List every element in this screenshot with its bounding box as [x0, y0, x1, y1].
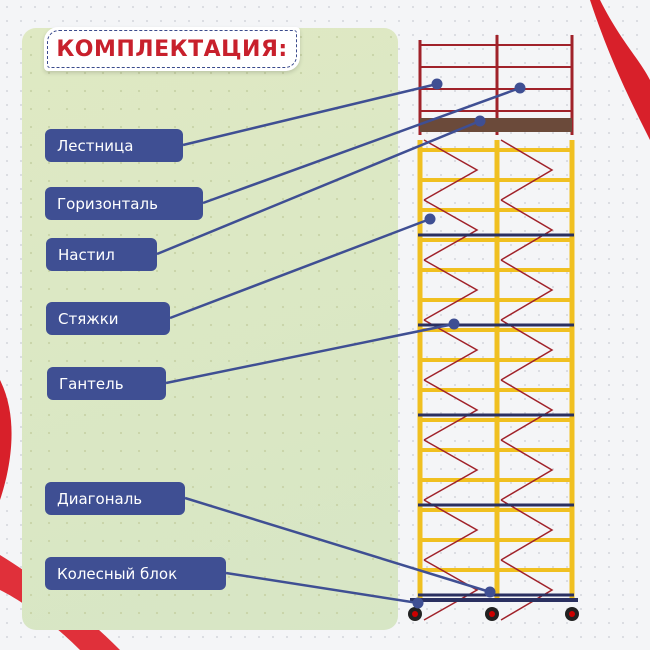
diagonal-brace — [423, 499, 479, 561]
diagonal-brace — [423, 139, 479, 201]
leader-dot — [431, 78, 443, 90]
wheel-hub — [489, 611, 495, 617]
leader-dot — [412, 597, 424, 609]
diagonal-brace — [500, 379, 554, 441]
leader-line — [184, 496, 491, 594]
diagonal-brace — [423, 379, 479, 441]
diagonal-brace — [500, 559, 554, 621]
leader-line — [225, 571, 419, 605]
diagonal-brace — [423, 559, 479, 621]
diagonal-brace — [500, 259, 554, 321]
leader-dot — [448, 318, 460, 330]
leader-line — [165, 322, 455, 385]
leader-line — [156, 119, 481, 256]
diagonal-brace — [500, 139, 554, 201]
deck — [420, 118, 572, 132]
label-horizontal: Горизонталь — [45, 187, 203, 220]
wheel-hub — [412, 611, 418, 617]
diagonal-brace — [500, 199, 554, 261]
leader-dot — [484, 586, 496, 598]
label-dumbbell: Гантель — [47, 367, 166, 400]
leader-line — [182, 82, 438, 147]
diagonal-brace — [423, 199, 479, 261]
diagonal-brace — [500, 499, 554, 561]
label-ties: Стяжки — [46, 302, 170, 335]
diagonal-brace — [423, 439, 479, 501]
leader-line — [169, 217, 431, 320]
label-wheel-block: Колесный блок — [45, 557, 226, 590]
wheel-hub — [569, 611, 575, 617]
leader-dot — [424, 213, 436, 225]
label-ladder: Лестница — [45, 129, 183, 162]
leader-dot — [474, 115, 486, 127]
diagonal-brace — [500, 319, 554, 381]
page-title: КОМПЛЕКТАЦИЯ: — [44, 27, 300, 71]
leader-line — [202, 86, 521, 205]
label-diagonal: Диагональ — [45, 482, 185, 515]
diagonal-brace — [423, 259, 479, 321]
diagonal-brace — [423, 319, 479, 381]
diagonal-brace — [500, 439, 554, 501]
leader-dot — [514, 82, 526, 94]
label-deck: Настил — [46, 238, 157, 271]
